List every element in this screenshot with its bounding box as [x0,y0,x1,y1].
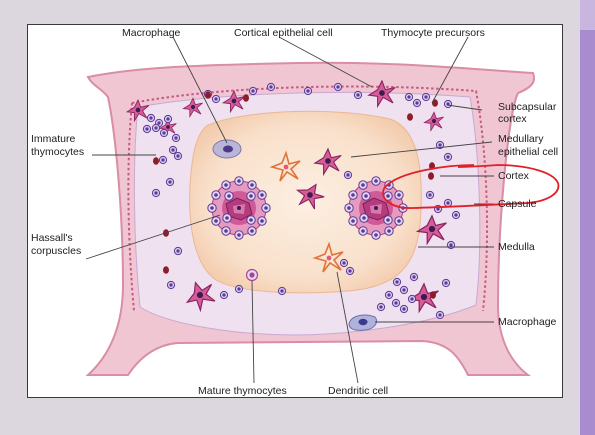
mature-thymocyte-cell [245,268,259,282]
label-cortex: Cortex [498,170,530,182]
label-dendritic-cell: Dendritic cell [328,385,388,397]
label-subcapsular-cortex-1: Subcapsular [498,101,557,113]
leader-lines [85,36,494,384]
macrophage-cell-bottom [348,314,378,331]
medulla-region [189,110,422,294]
label-medullary-epithelial-1: Medullary [498,133,544,145]
label-macrophage-top: Macrophage [122,27,181,39]
label-thymocyte-precursors: Thymocyte precursors [381,27,485,39]
label-immature-thymocytes-1: Immature [31,133,76,145]
label-medulla: Medulla [498,241,535,253]
label-cortical-epithelial-cell: Cortical epithelial cell [234,27,333,39]
cortex-annotation-circle [382,164,560,209]
thymus-figure: Macrophage Cortical epithelial cell Thym… [27,24,563,398]
label-subcapsular-cortex-2: cortex [498,113,527,125]
capsule-border [131,85,489,312]
macrophage-cell-top [212,139,242,159]
label-macrophage-right: Macrophage [498,316,557,328]
right-accent-bar [580,0,595,435]
label-capsule: Capsule [498,198,537,210]
label-mature-thymocytes: Mature thymocytes [198,385,287,397]
thymus-diagram: Macrophage Cortical epithelial cell Thym… [31,27,560,397]
label-immature-thymocytes-2: thymocytes [31,146,84,158]
label-hassalls-2: corpuscles [31,245,81,257]
label-medullary-epithelial-2: epithelial cell [498,146,558,158]
accent-stripe [580,0,595,30]
label-hassalls-1: Hassall's [31,232,73,244]
